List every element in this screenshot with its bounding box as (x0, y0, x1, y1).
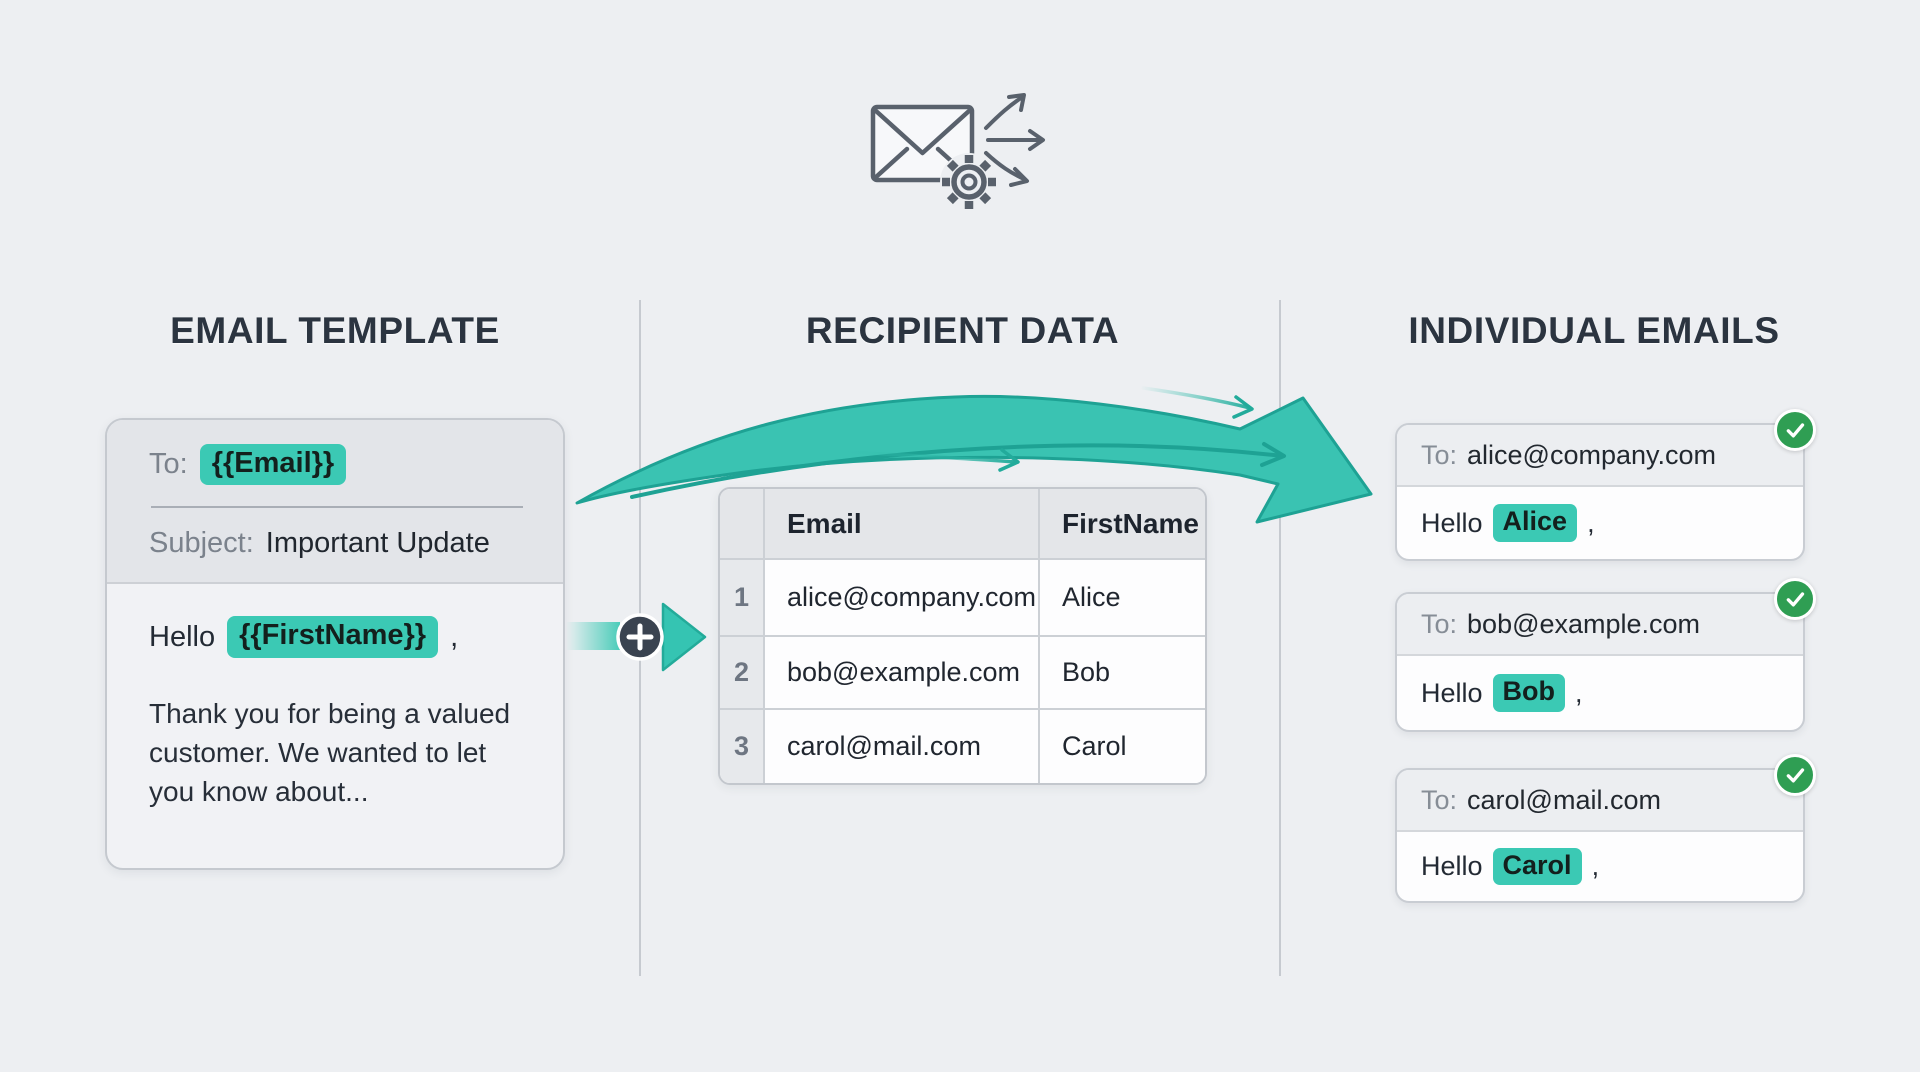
cell-firstname: Bob (1040, 637, 1205, 710)
heading-individual-emails: INDIVIDUAL EMAILS (1408, 310, 1780, 351)
gear-icon (942, 155, 996, 209)
paragraph-line: customer. We wanted to let (149, 736, 487, 768)
envelope-icon (870, 104, 975, 183)
paragraph-line: you know about... (149, 776, 369, 808)
individual-email-card: To: alice@company.com Hello Alice , (1395, 409, 1816, 561)
paragraph-line: Thank you for being a valued (149, 697, 511, 729)
template-body: Hello {{FirstName}} , Thank you for bein… (107, 584, 563, 811)
email-body: Hello Carol , (1397, 832, 1803, 901)
individual-email-card: To: bob@example.com Hello Bob , (1395, 578, 1816, 732)
check-icon (1774, 578, 1816, 620)
cell-email: alice@company.com (765, 560, 1040, 637)
cell-firstname: Carol (1040, 710, 1205, 783)
merge-field-chip-firstname: {{FirstName}} (227, 616, 439, 658)
table-header-firstname: FirstName (1040, 489, 1205, 560)
recipient-table: Email FirstName 1 alice@company.com Alic… (718, 487, 1207, 785)
fan-out-arrows-icon (984, 93, 1045, 187)
section-divider-left (639, 300, 641, 976)
template-subject-row: Subject: Important Update (149, 527, 535, 560)
greeting-suffix: , (1591, 851, 1600, 881)
individual-email-card: To: carol@mail.com Hello Carol , (1395, 754, 1816, 903)
to-label: To: (1421, 608, 1458, 639)
email-address: alice@company.com (1467, 439, 1717, 470)
merged-name-chip: Carol (1492, 847, 1582, 886)
email-body: Hello Bob , (1397, 656, 1803, 730)
cell-firstname: Alice (1040, 560, 1205, 637)
mail-merge-icon (870, 93, 1045, 211)
greeting-prefix: Hello (1421, 851, 1483, 881)
check-icon (1774, 754, 1816, 796)
to-label: To: (149, 448, 188, 481)
template-paragraph: Thank you for being a valued customer. W… (149, 694, 535, 812)
section-divider-right (1279, 300, 1281, 976)
table-header-email: Email (765, 489, 1040, 560)
template-to-row: To: {{Email}} (149, 444, 535, 486)
email-header: To: alice@company.com (1397, 425, 1803, 487)
to-label: To: (1421, 439, 1458, 470)
cell-email: bob@example.com (765, 637, 1040, 710)
heading-recipient-data: RECIPIENT DATA (805, 310, 1120, 351)
merge-connector (566, 602, 707, 672)
cell-email: carol@mail.com (765, 710, 1040, 783)
merge-field-chip-email: {{Email}} (199, 444, 347, 486)
template-greeting: Hello {{FirstName}} , (149, 616, 535, 658)
to-label: To: (1421, 784, 1458, 815)
heading-email-template: EMAIL TEMPLATE (170, 310, 500, 351)
table-corner-cell (720, 489, 765, 560)
greeting-suffix: , (1575, 677, 1583, 708)
row-number: 2 (720, 637, 765, 710)
subject-label: Subject: (149, 527, 254, 560)
row-number: 3 (720, 710, 765, 783)
subject-value: Important Update (265, 527, 490, 560)
greeting-prefix: Hello (1421, 507, 1483, 538)
email-body: Hello Alice , (1397, 487, 1803, 559)
email-template-card: To: {{Email}} Subject: Important Update … (105, 418, 565, 870)
greeting-suffix: , (450, 620, 459, 653)
greeting-prefix: Hello (1421, 677, 1483, 708)
accent-arrow-icon (831, 386, 1254, 472)
email-header: To: carol@mail.com (1397, 770, 1803, 832)
connector-tail (566, 622, 620, 650)
check-icon (1774, 409, 1816, 451)
greeting-suffix: , (1587, 507, 1595, 538)
greeting-prefix: Hello (149, 620, 216, 653)
merged-name-chip: Alice (1492, 504, 1578, 542)
email-header: To: bob@example.com (1397, 594, 1803, 656)
template-header-divider (151, 506, 523, 509)
email-address: carol@mail.com (1467, 784, 1661, 815)
merged-name-chip: Bob (1492, 674, 1566, 712)
email-address: bob@example.com (1467, 608, 1701, 639)
row-number: 1 (720, 560, 765, 637)
template-header: To: {{Email}} Subject: Important Update (107, 420, 563, 585)
connector-arrowhead (661, 602, 707, 672)
